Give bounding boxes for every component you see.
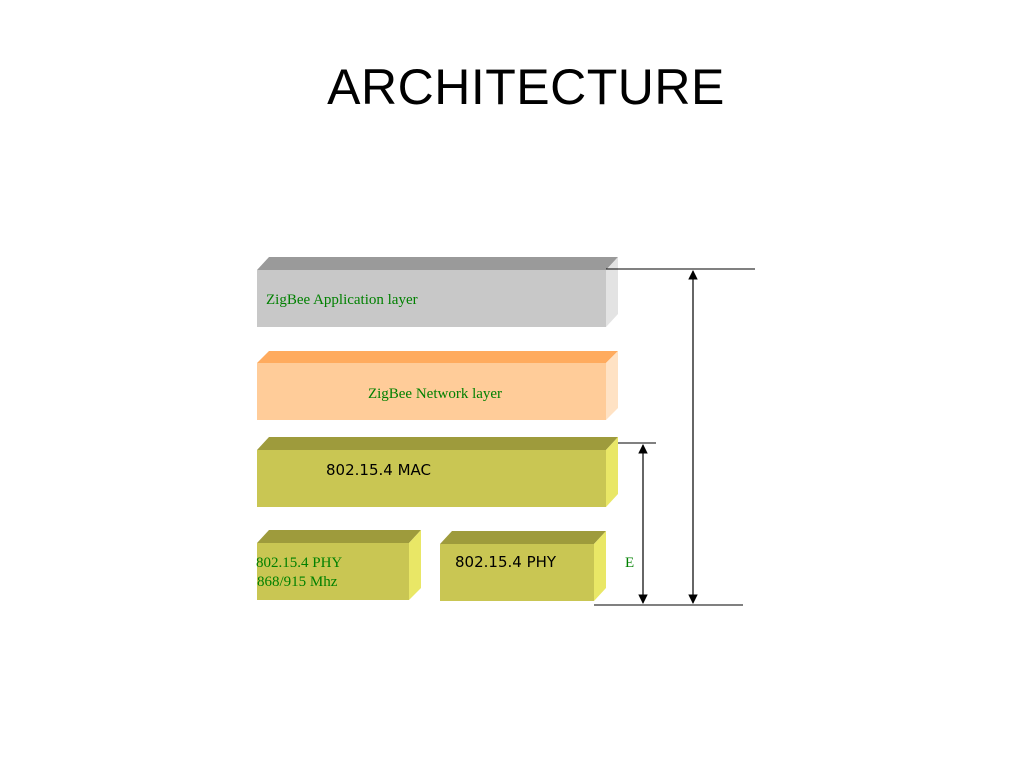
network-layer-label: ZigBee Network layer (368, 386, 502, 402)
mac-layer-label: 802.15.4 MAC (326, 461, 431, 479)
slide-title: ARCHITECTURE (327, 59, 725, 115)
network-layer-front (257, 363, 606, 420)
application-layer-block: ZigBee Application layer (257, 257, 618, 327)
phy-left-front (257, 543, 409, 600)
mac-layer-block: 802.15.4 MAC (257, 437, 618, 507)
phy-right-top (440, 531, 606, 544)
phy-left-label-line2: 868/915 Mhz (257, 574, 338, 590)
mac-layer-side (606, 437, 618, 507)
phy-right-side (594, 531, 606, 601)
phy-right-label: 802.15.4 PHY (455, 553, 557, 571)
phy-left-block: 802.15.4 PHY 868/915 Mhz (256, 530, 421, 600)
application-layer-top (257, 257, 618, 270)
network-layer-top (257, 351, 618, 363)
phy-left-top (257, 530, 421, 543)
application-layer-front (257, 270, 606, 327)
application-layer-label: ZigBee Application layer (266, 292, 418, 308)
network-layer-block: ZigBee Network layer (257, 351, 618, 420)
mac-layer-top (257, 437, 618, 450)
annotation-e-label: E (625, 555, 634, 571)
phy-right-front (440, 544, 594, 601)
mac-layer-front (257, 450, 606, 507)
network-layer-side (606, 351, 618, 420)
application-layer-side (606, 257, 618, 327)
phy-right-block: 802.15.4 PHY (440, 531, 606, 601)
phy-left-side (409, 530, 421, 600)
phy-left-label-line1: 802.15.4 PHY (256, 555, 342, 571)
